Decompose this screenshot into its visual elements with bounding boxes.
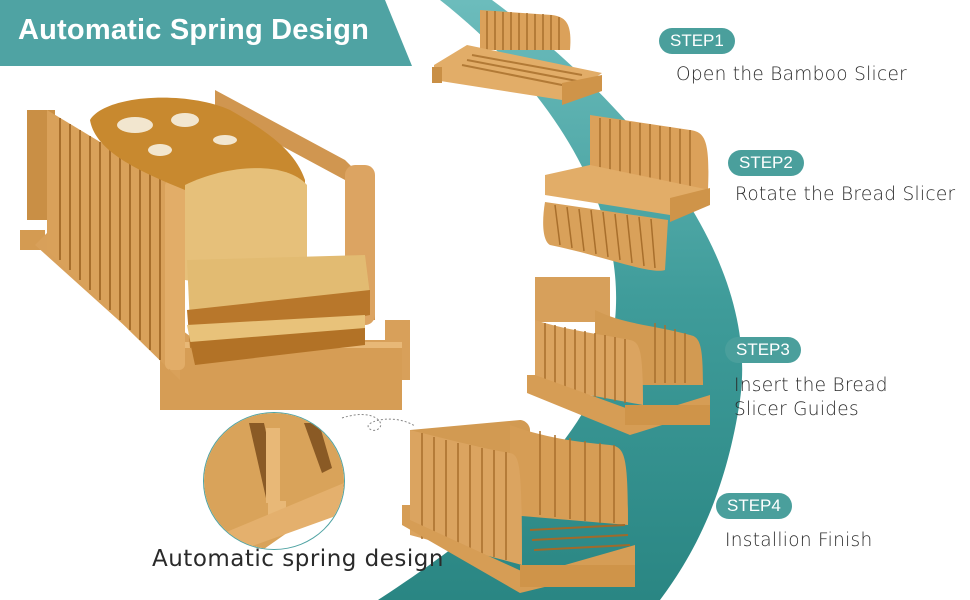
step4-image-installed xyxy=(402,420,635,593)
step4-text: Installion Finish xyxy=(725,530,873,551)
spring-mechanism-closeup xyxy=(204,413,344,549)
step2-image-rotate-slicer xyxy=(543,115,710,271)
step3-image-insert-guides xyxy=(527,277,710,435)
page-title: Automatic Spring Design xyxy=(18,14,370,46)
step4-badge: STEP4 xyxy=(716,493,792,519)
step1-badge: STEP1 xyxy=(659,28,735,54)
spring-detail-zoom xyxy=(203,412,345,550)
title-banner xyxy=(0,0,412,66)
bread-slicer-product-image xyxy=(20,90,410,410)
spring-design-caption: Automatic spring design xyxy=(152,546,444,572)
step2-text: Rotate the Bread Slicer xyxy=(735,184,956,205)
step1-text: Open the Bamboo Slicer xyxy=(676,64,908,85)
step3-badge: STEP3 xyxy=(725,337,801,363)
step2-badge: STEP2 xyxy=(728,150,804,176)
step1-image-open-slicer xyxy=(432,10,602,105)
dotted-connector-line xyxy=(341,414,416,431)
step3-text: Insert the Bread Slicer Guides xyxy=(734,375,888,420)
